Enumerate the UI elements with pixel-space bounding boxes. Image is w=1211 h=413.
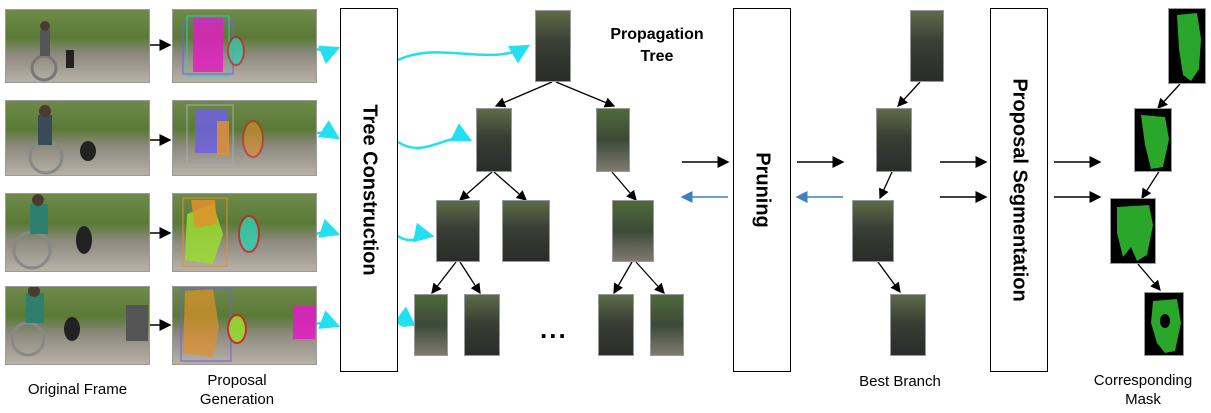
mask-edge <box>1137 263 1161 291</box>
mask-edge <box>1141 169 1161 200</box>
original-frame-1 <box>5 9 150 83</box>
tree-edge <box>613 261 633 295</box>
tree-edge <box>459 171 493 201</box>
wheelchair-figure-icon <box>28 105 96 175</box>
proposal-overlay <box>180 288 315 362</box>
tree-construction-box: Tree Construction <box>340 8 398 372</box>
tree-node-l2-c <box>612 200 654 262</box>
mask-4 <box>1144 292 1184 356</box>
tree-edge <box>635 261 665 294</box>
tree-to-node-cyan-arrow-3 <box>397 222 435 243</box>
proposal-frame-2 <box>172 100 317 176</box>
tree-to-node-cyan-arrow-4 <box>393 306 417 327</box>
tree-node-l3-c <box>598 294 634 356</box>
dog-mask-shape <box>1117 205 1153 261</box>
best-branch-node-2 <box>876 108 912 172</box>
tree-node-l3-d <box>650 294 684 356</box>
branch-edge <box>877 261 901 294</box>
mask-1 <box>1168 8 1206 84</box>
proposal-frame-3 <box>172 193 317 272</box>
propagation-tree-title: Propagation Tree <box>610 26 704 65</box>
tree-node-root <box>535 10 571 82</box>
tree-node-l2-a <box>436 200 480 262</box>
best-branch-node-3 <box>852 200 894 262</box>
branch-edge <box>879 171 893 200</box>
tree-edge <box>459 261 481 295</box>
tree-node-l1-left <box>476 108 512 172</box>
original-frame-2 <box>5 100 150 176</box>
mask-edge <box>1157 83 1181 109</box>
best-branch-node-1 <box>910 10 944 82</box>
proposal-generation-label: Proposal Generation <box>199 372 275 408</box>
original-frame-label: Original Frame <box>27 381 128 398</box>
wheelchair-figure-icon <box>10 287 148 357</box>
proposal-frame-1 <box>172 9 317 83</box>
proposal-frame-4 <box>172 286 317 365</box>
tree-edge <box>555 81 616 108</box>
branch-edge <box>897 81 921 107</box>
proposal-segmentation-label: Proposal Segmentation <box>1008 78 1031 302</box>
best-branch-label: Best Branch <box>859 373 941 390</box>
pruning-box: Pruning <box>733 8 791 372</box>
dog-mask-shape <box>1151 299 1181 353</box>
proposal-overlay <box>182 15 245 77</box>
tree-construction-label: Tree Construction <box>358 104 381 276</box>
tree-ellipsis: ... <box>540 314 568 344</box>
tree-node-l1-right <box>596 108 630 172</box>
original-frame-3 <box>5 193 150 272</box>
mask-2 <box>1134 108 1172 172</box>
tree-node-l3-b <box>464 294 500 356</box>
tree-edge <box>431 261 457 295</box>
proposal-overlay <box>186 104 264 166</box>
tree-node-l2-b <box>502 200 550 262</box>
tree-node-l3-a <box>414 294 448 356</box>
tree-to-node-cyan-arrow-2 <box>397 123 473 149</box>
tree-to-node-cyan-arrow-1 <box>397 44 531 64</box>
tree-edge <box>493 171 527 201</box>
proposal-segmentation-box: Proposal Segmentation <box>990 8 1048 372</box>
dog-mask-shape <box>1177 13 1201 81</box>
wheelchair-figure-icon <box>12 194 92 270</box>
mask-3 <box>1110 198 1156 264</box>
pruning-label: Pruning <box>751 152 774 228</box>
best-branch-node-4 <box>890 294 926 356</box>
tree-edge <box>494 81 553 108</box>
original-frame-4 <box>5 286 150 365</box>
wheelchair-figure-icon <box>30 21 74 82</box>
corresponding-mask-label: Corresponding Mask <box>1093 372 1193 408</box>
tree-edge <box>611 171 637 201</box>
dog-mask-shape <box>1141 115 1169 169</box>
proposal-overlay <box>182 197 260 267</box>
